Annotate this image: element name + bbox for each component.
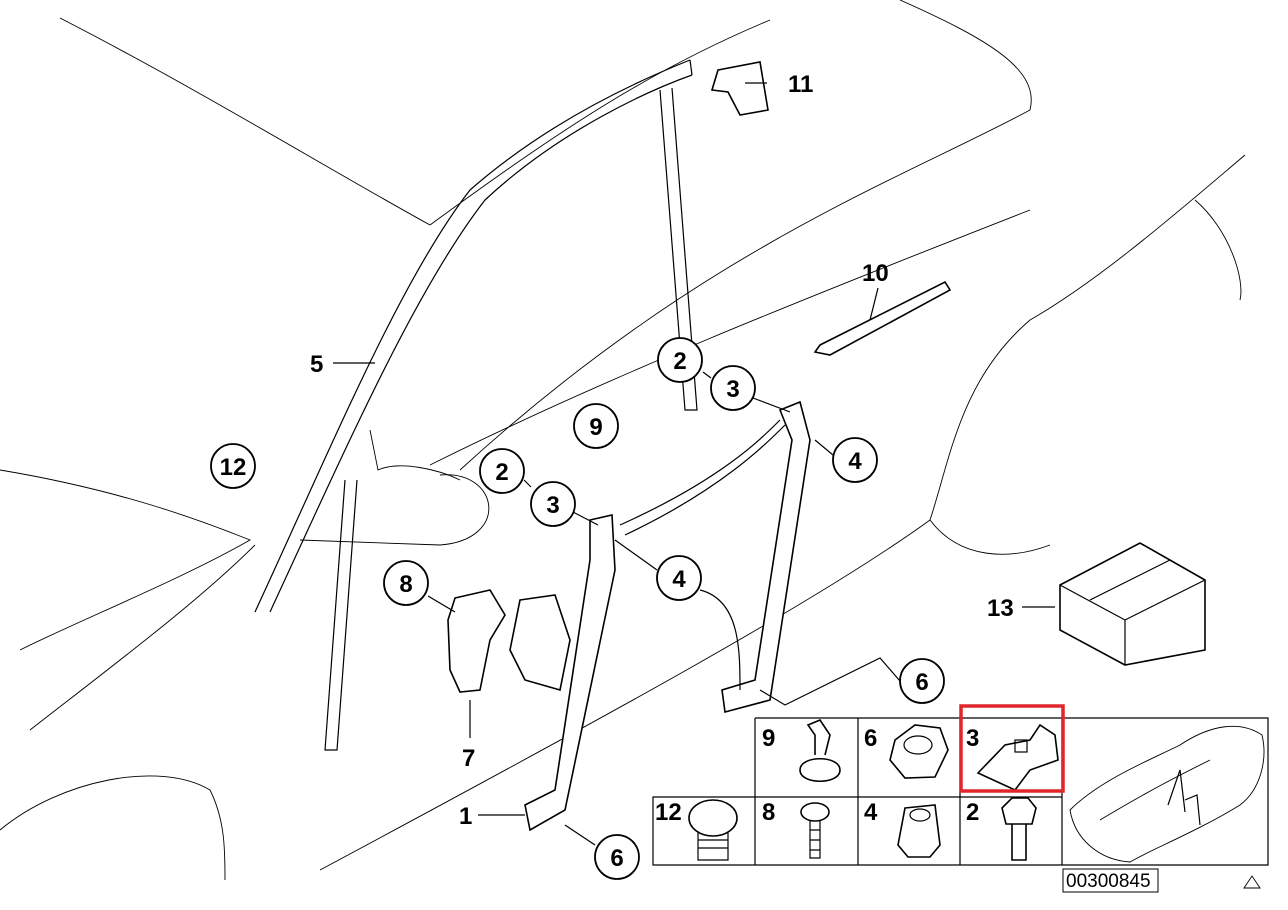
callout-7: 7 [462,745,475,772]
callout-4-lower: 4 [656,555,702,601]
window-frame-seal [254,59,698,751]
part-8-motor [447,589,506,693]
svg-text:8: 8 [399,571,412,598]
part-11-bracket [710,61,769,116]
svg-text:12: 12 [220,454,247,481]
callout-12: 12 [210,443,256,489]
table-cell-8: 8 [762,799,830,859]
callout-3-lower: 3 [530,481,576,527]
callout-2-upper: 2 [657,337,703,383]
svg-text:2: 2 [673,348,686,375]
callout-6-bottom: 6 [594,834,640,880]
callout-3-upper: 3 [710,365,756,411]
callout-2-lower: 2 [479,448,525,494]
svg-text:9: 9 [589,414,602,441]
callout-1: 1 [459,803,472,830]
window-regulator-front [509,514,616,832]
part-10-cable-tie [813,280,952,356]
highlight-box-part-3 [959,704,1065,793]
svg-text:4: 4 [864,799,878,826]
table-cell-2: 2 [966,797,1037,861]
table-cell-12: 12 [655,799,738,861]
table-cell-6: 6 [864,724,949,779]
table-cell-9: 9 [762,719,841,782]
callout-4-upper: 4 [832,437,878,483]
svg-text:3: 3 [966,725,979,752]
parts-table: 9 6 3 12 8 4 [652,717,1269,866]
callout-13: 13 [987,595,1014,622]
svg-text:00300845: 00300845 [1066,871,1151,892]
svg-text:6: 6 [610,845,623,872]
vehicle-locator-image [1069,725,1265,863]
svg-text:6: 6 [915,669,928,696]
document-id-label: 00300845 [1062,868,1159,893]
svg-text:4: 4 [848,448,862,475]
svg-text:2: 2 [966,799,979,826]
svg-text:12: 12 [655,799,682,826]
callout-8: 8 [383,560,429,606]
callout-10: 10 [862,260,889,287]
callout-9: 9 [573,403,619,449]
svg-text:3: 3 [726,376,739,403]
warning-triangle-icon [1243,875,1261,889]
svg-text:8: 8 [762,799,775,826]
svg-text:9: 9 [762,725,775,752]
callout-6-right: 6 [899,658,945,704]
svg-text:6: 6 [864,725,877,752]
leader-lines [333,82,1055,846]
svg-text:2: 2 [495,459,508,486]
car-body-outline [0,0,1246,881]
table-cell-4: 4 [864,799,941,858]
svg-text:3: 3 [546,492,559,519]
callout-11: 11 [788,71,813,98]
svg-text:4: 4 [672,566,686,593]
table-cell-3: 3 [966,723,1059,791]
part-13-box [1059,542,1206,666]
callout-5: 5 [310,351,323,378]
window-regulator-rear [619,400,811,714]
